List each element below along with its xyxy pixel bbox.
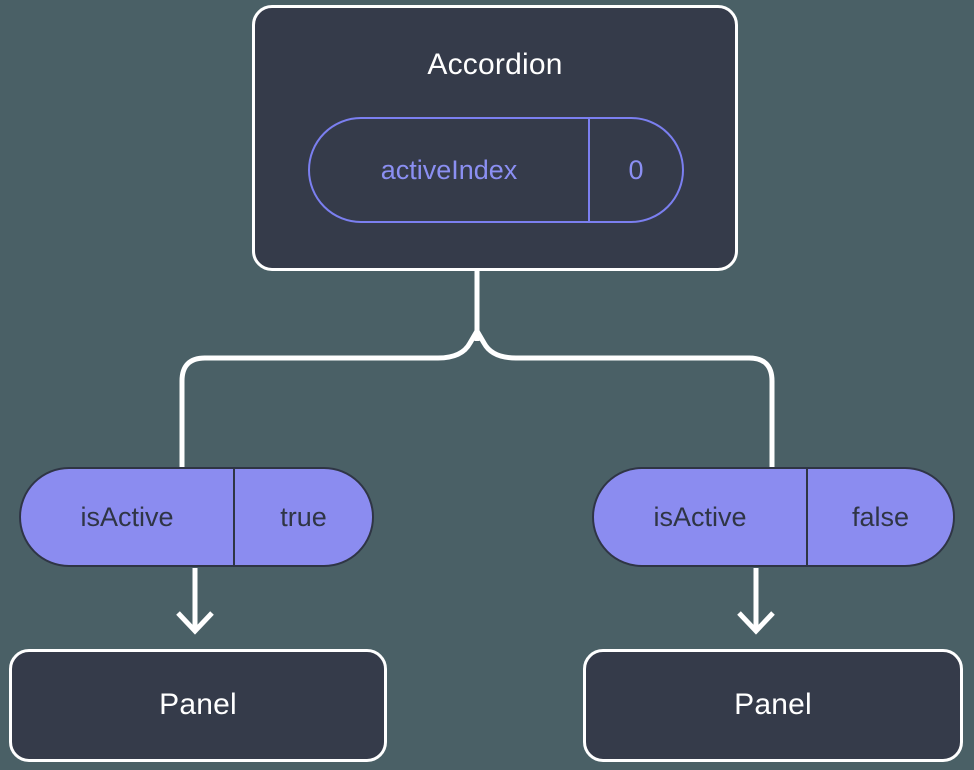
connector-right-branch xyxy=(748,355,775,472)
panel-node-right[interactable]: Panel xyxy=(583,649,963,762)
prop-pill-key-left: isActive xyxy=(80,501,174,532)
prop-pill-key-right: isActive xyxy=(653,501,747,532)
arrow-down-left-head xyxy=(176,611,214,635)
prop-pill-value-left: true xyxy=(233,469,372,565)
prop-pill-value-right: false xyxy=(806,469,953,565)
panel-node-left[interactable]: Panel xyxy=(9,649,387,762)
panel-title-right: Panel xyxy=(734,688,812,721)
state-pill-active-index[interactable]: activeIndex 0 xyxy=(308,117,684,223)
accordion-title: Accordion xyxy=(427,48,563,81)
arrow-down-right-head xyxy=(737,611,775,635)
connector-left-branch xyxy=(179,355,206,472)
prop-pill-is-active-left[interactable]: isActive true xyxy=(19,467,374,567)
panel-title-left: Panel xyxy=(159,688,237,721)
state-pill-key: activeIndex xyxy=(380,154,518,185)
connector-fork xyxy=(202,328,752,361)
prop-pill-is-active-right[interactable]: isActive false xyxy=(592,467,955,567)
state-pill-value: 0 xyxy=(588,119,682,221)
